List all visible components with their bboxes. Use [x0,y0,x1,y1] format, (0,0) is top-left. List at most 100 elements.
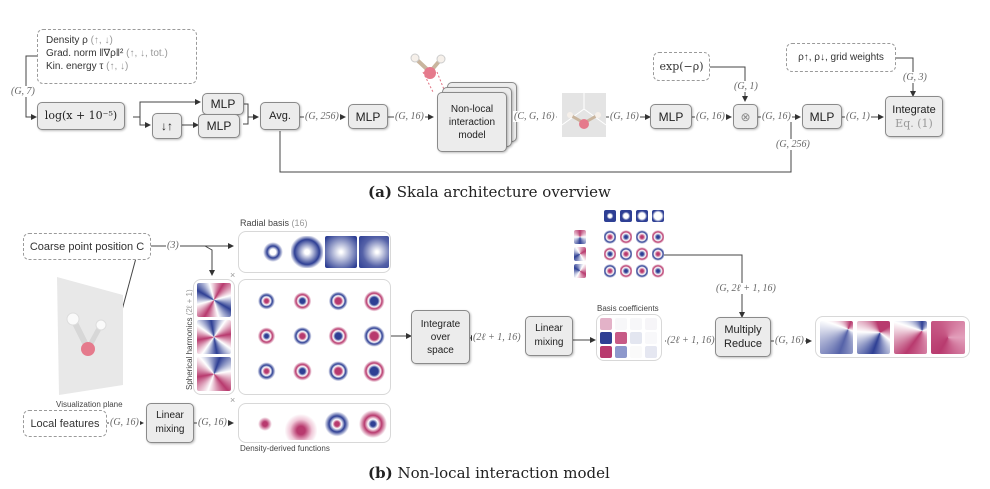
basis-product-tile [323,286,353,316]
reduce-label: Reduce [724,338,762,350]
mlp-label: MLP [355,109,381,124]
basis-product-tile [288,286,318,316]
mixing-label: mixing [155,424,185,435]
integrate-label: Integrate [420,318,461,330]
basis-coefficient-cell [645,318,657,330]
basis-product-tile [323,322,353,352]
basis-coefficients-panel [596,314,662,361]
local-features-label: Local features [30,417,100,430]
caption-b: (b) Non-local interaction model [368,464,610,482]
radial-thumb-tile [604,210,616,222]
basis-product-tile [358,322,388,352]
output-features-panel [815,316,970,358]
coarse-point-molecule-image [562,93,606,137]
local-features-shape: (G, 16) [109,417,140,428]
product-thumb-tile [636,264,648,278]
integrate-box: Integrate Eq. (1) [885,96,943,137]
spherical-harmonic-tile [197,320,231,354]
nonlocal-label-line3: model [458,129,486,141]
linear-mixing-box-1: Linear mixing [146,403,194,443]
product-thumb-tile [620,230,632,244]
average-label: Avg. [269,110,291,122]
spherical-harmonics-panel [193,279,235,395]
molecule-output-shape: (G, 16) [609,111,640,122]
skip-connection-shape: (G, 256) [775,139,811,150]
basis-grid-thumbnail [574,210,669,285]
density-derived-panel [238,403,391,443]
basis-product-tile [358,358,388,388]
basis-coefficient-cell [600,346,612,358]
spin-swap-label: ↓↑ [161,119,173,133]
mlp3-output-shape: (G, 16) [394,111,425,122]
basis-product-tile [323,358,353,388]
product-thumb-tile [604,230,616,244]
mixing-label: mixing [534,337,564,348]
integrate-output-shape: (2ℓ + 1, 16) [472,332,522,343]
output-feature-tile [931,321,965,354]
basis-coefficient-cell [600,318,612,330]
multiply-node: ⊗ [733,104,758,129]
times-symbol-2: × [230,395,236,405]
water-molecule-icon [410,53,446,93]
product-thumb-tile [604,247,616,261]
coarse-point-label: Coarse point position C [29,240,145,253]
exp-shape-label: (G, 1) [733,81,759,92]
basis-product-tile [253,358,283,388]
grid-weights-label: ρ↑, ρ↓, grid weights [798,52,884,63]
radial-thumb-tile [620,210,632,222]
linear-label: Linear [535,323,563,334]
basis-coefficient-cell [615,318,627,330]
output-feature-tile [820,321,853,354]
radial-basis-panel [238,231,391,273]
basis-product-tile [358,286,388,316]
multiply-symbol: ⊗ [740,109,751,124]
linear-mixing-box-2: Linear mixing [525,316,573,356]
multiply-output-shape: (G, 16) [761,111,792,122]
basis-product-tile [253,322,283,352]
density-function-tile [321,408,353,440]
product-thumb-tile [636,247,648,261]
basis-coefficient-cell [645,332,657,344]
input-grad-norm: Grad. norm ‖∇ρ‖² (↑, ↓, tot.) [46,48,168,59]
radial-basis-tile [259,238,287,266]
density-function-tile [251,410,279,438]
basis-coefficients-label: Basis coefficients [597,304,659,313]
input-features-box: Density ρ (↑, ↓) Grad. norm ‖∇ρ‖² (↑, ↓,… [37,29,197,84]
harmonic-thumb-tile [574,247,586,261]
linear-mixing-output-shape: (G, 16) [197,417,228,428]
integrate-over-space-box: Integrate over space [411,310,470,364]
mlp-box-lower: MLP [198,114,240,138]
product-thumb-tile [652,264,664,278]
linear-label: Linear [156,410,184,421]
exp-neg-rho-box: exp(−ρ) [653,52,710,81]
mlp-label: MLP [210,97,236,111]
caption-b-text: Non-local interaction model [397,464,610,482]
basis-product-tile [288,358,318,388]
basis-coefficient-cell [645,346,657,358]
harmonic-thumb-tile [574,264,586,278]
exp-neg-rho-label: exp(−ρ) [659,60,704,73]
caption-b-letter: (b) [368,464,393,482]
product-thumb-tile [652,247,664,261]
radial-basis-tile [359,236,389,268]
input-density: Density ρ (↑, ↓) [46,35,113,46]
average-box: Avg. [260,102,300,130]
density-function-tile [357,408,389,440]
basis-coefficient-cell [630,318,642,330]
basis-coefficient-cell [615,346,627,358]
radial-basis-label: Radial basis (16) [240,218,308,228]
basis-product-tile [253,286,283,316]
multiply-reduce-box: Multiply Reduce [715,317,771,357]
coarse-point-box: Coarse point position C [23,233,151,260]
output-feature-tile [857,321,890,354]
nonlocal-label-line1: Non-local [450,103,494,115]
log-transform-box: log(x + 10⁻⁵) [37,102,125,130]
nonlocal-output-shape: (C, G, 16) [513,111,556,122]
caption-a-letter: (a) [368,183,392,201]
product-thumb-tile [620,264,632,278]
weights-shape-label: (G, 3) [902,72,928,83]
over-label: over [430,331,451,343]
basis-coefficient-cell [630,346,642,358]
caption-a-text: Skala architecture overview [396,183,611,201]
mlp-box-3: MLP [348,104,388,129]
